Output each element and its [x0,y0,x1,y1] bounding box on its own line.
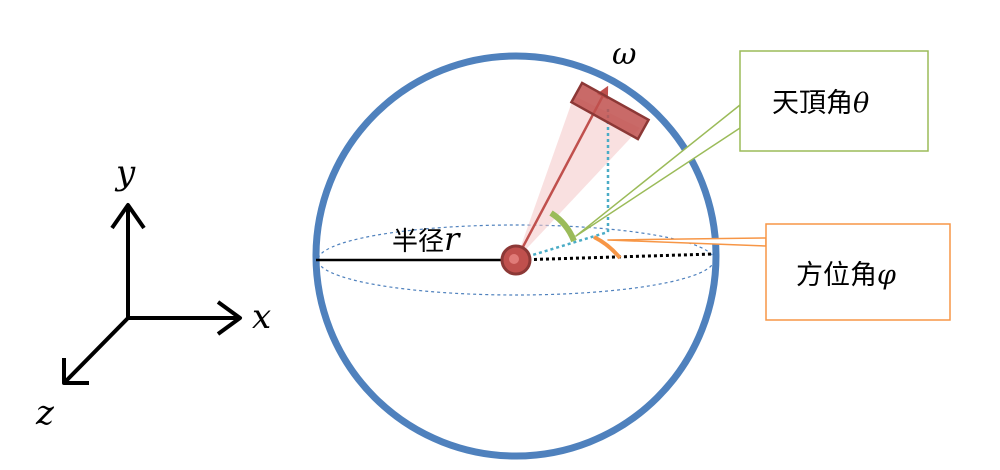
y-axis-label: y [114,153,136,193]
zenith-callout-label: 天頂角θ [772,88,869,119]
direction-cone [516,96,640,260]
y-axis-arrowhead [110,203,146,230]
origin-point-highlight [509,254,519,264]
sensor-plate [569,81,651,141]
projection-line-base [515,230,609,262]
x-axis-label: x [252,297,271,337]
sphere-outline [312,52,720,460]
azimuth-callout-box [765,223,951,321]
azimuth-callout: 方位角φ [607,223,951,321]
azimuth-callout-pointer [607,237,767,247]
radius-label: 半径r [392,220,461,258]
sphere-group: 半径r [312,52,720,460]
x-axis-arrowhead [216,300,242,336]
zenith-angle-arc [549,210,577,243]
direction-group: ω [500,37,651,276]
z-axis-arrowhead [62,358,89,385]
azimuth-angle-arc [593,235,622,260]
direction-symbol: ω [612,37,636,72]
axes-group: y x z [35,153,271,433]
azimuth-callout-label: 方位角φ [796,260,896,291]
direction-arrow [514,85,609,261]
zenith-callout: 天頂角θ [575,50,929,237]
z-axis-label: z [35,393,55,433]
zenith-callout-box [739,50,929,152]
z-axis-line [62,316,130,385]
